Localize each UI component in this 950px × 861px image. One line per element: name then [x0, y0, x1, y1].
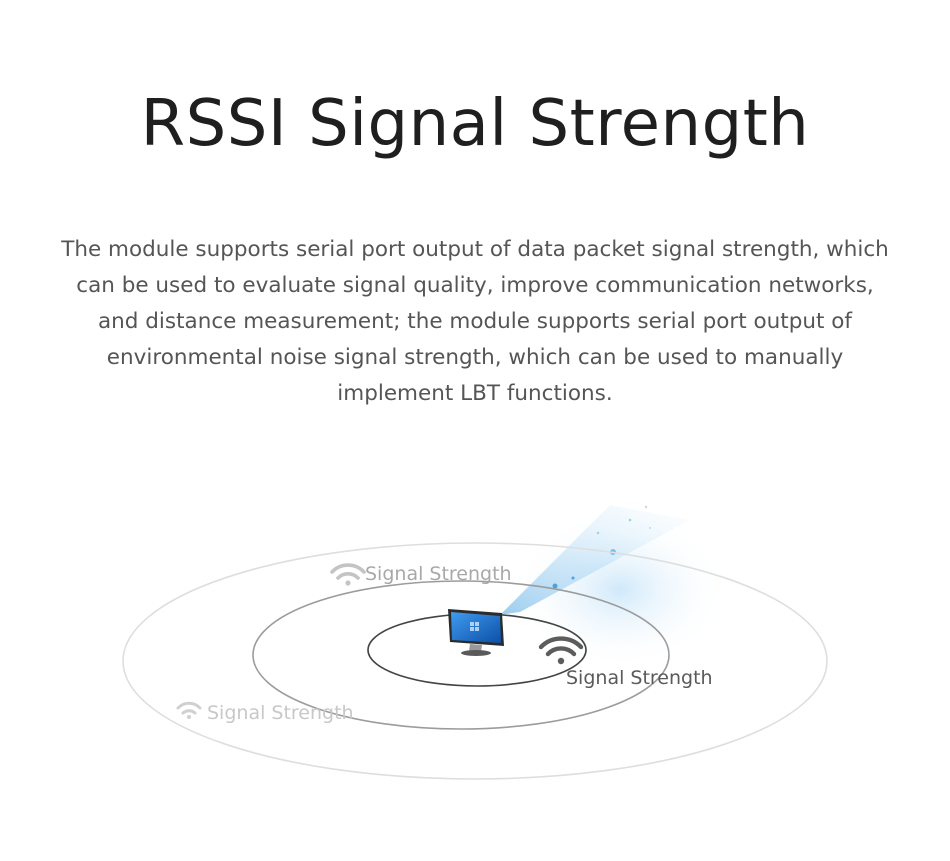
signal-label-middle: Signal Strength — [207, 702, 354, 724]
monitor-icon — [448, 609, 504, 656]
page-title: RSSI Signal Strength — [140, 87, 810, 161]
middle-range-ring — [252, 580, 670, 730]
signal-label-inner: Signal Strength — [566, 667, 713, 689]
wifi-icon — [176, 701, 202, 719]
outer-range-ring — [122, 542, 828, 780]
signal-range-diagram: Signal Strength Signal Strength Signal S… — [122, 505, 828, 780]
wifi-icon — [538, 636, 584, 665]
beam-particles — [552, 505, 651, 589]
wifi-icon — [330, 563, 366, 586]
signal-label-outer: Signal Strength — [365, 563, 512, 585]
description-paragraph: The module supports serial port output o… — [61, 237, 889, 406]
